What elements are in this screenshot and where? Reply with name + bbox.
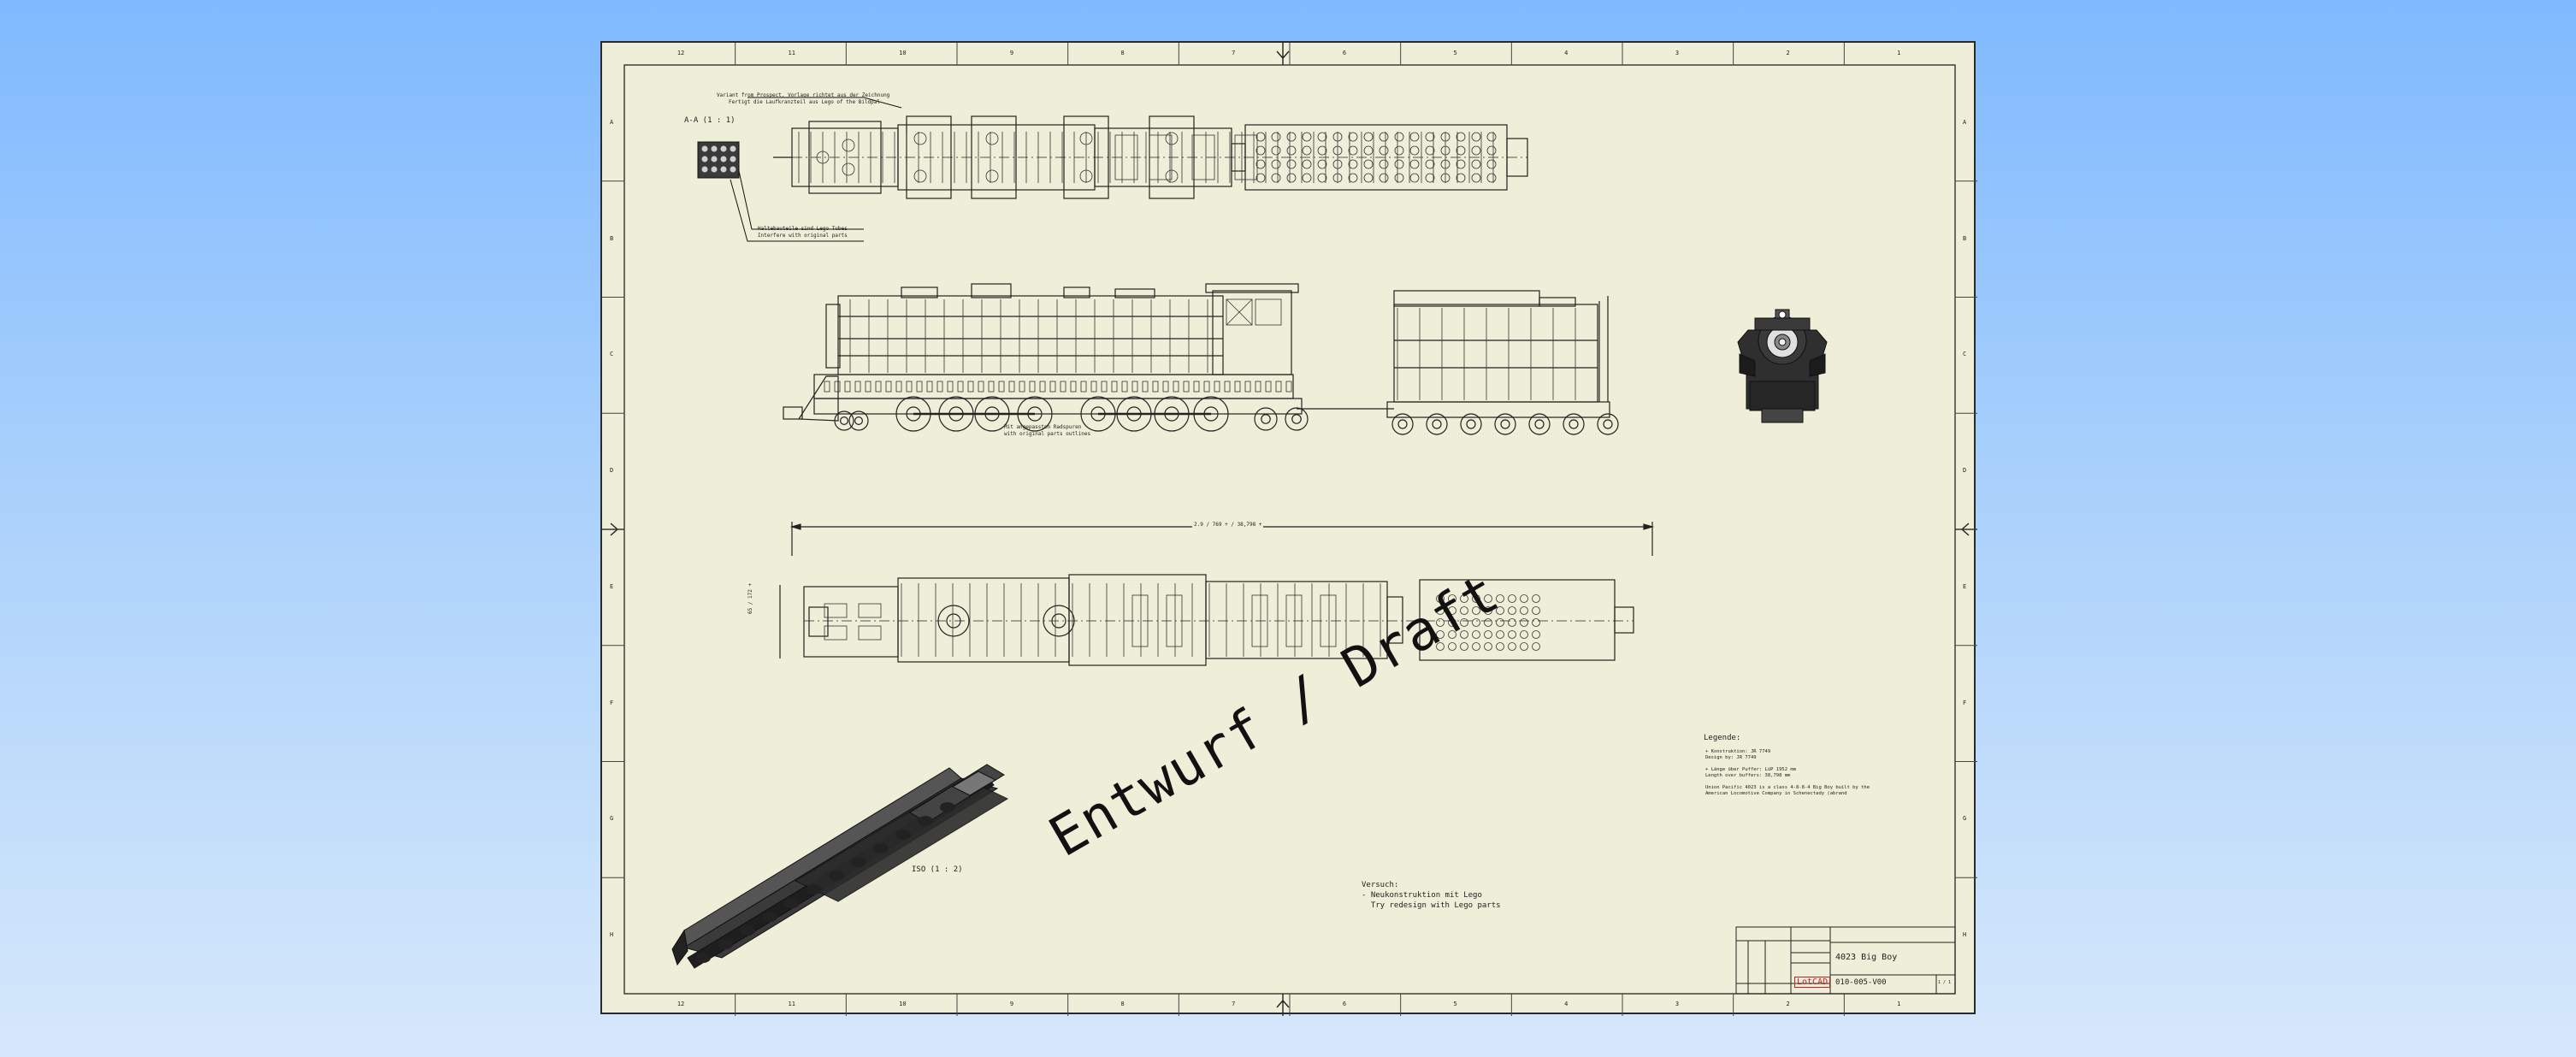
lotcad-logo: LotCAD (1794, 977, 1831, 988)
border-row-label: B (610, 234, 614, 242)
title-block (1735, 926, 1956, 995)
mid-note-1: Haltebauteile sind Lego Tubes (758, 226, 848, 232)
border-row-label: B (1963, 234, 1967, 242)
border-column-label: 12 (676, 50, 685, 56)
side-note-1: Mit angepassten Radspuren (1004, 424, 1082, 430)
border-column-label: 5 (1453, 1001, 1457, 1007)
border-row-label: C (1963, 351, 1967, 358)
border-row-label: F (1963, 699, 1967, 706)
legend-list: + Konstruktion: JR 7749 Design by: JR 77… (1705, 749, 1870, 797)
border-column-label: 7 (1232, 1001, 1236, 1007)
border-row-label: A (1963, 118, 1967, 126)
border-column-label: 11 (788, 50, 795, 56)
width-dimension: 65 / 172 + (747, 582, 753, 614)
side-note-2: with original parts outlines (1004, 431, 1091, 437)
legend-line: Union Pacific 4023 is a class 4-8-8-4 Bi… (1705, 785, 1870, 790)
border-column-label: 11 (788, 1001, 795, 1007)
front-view (1737, 309, 1828, 423)
border-column-label: 12 (676, 1001, 685, 1007)
border-column-label: 2 (1786, 1001, 1790, 1007)
title-block-sheet: 1 / 1 (1938, 980, 1952, 985)
border-column-label: 3 (1675, 50, 1680, 56)
section-view-label: A-A (1 : 1) (684, 116, 736, 125)
border-row-label: A (610, 118, 614, 126)
border-row-label: H (610, 931, 614, 939)
top-view (773, 115, 1528, 199)
border-row-label: E (1963, 582, 1967, 590)
border-row-label: G (1963, 815, 1967, 823)
note-line-1: - Neukonstruktion mit Lego (1362, 891, 1482, 900)
legend-line: American Locomotive Company in Schenecta… (1705, 791, 1847, 796)
top-note-2: Fertigt die Laufkranzteil aus Lego of th… (729, 99, 881, 105)
border-row-label: H (1963, 931, 1967, 939)
border-column-label: 5 (1453, 50, 1457, 56)
border-row-label: F (610, 699, 614, 706)
border-column-label: 4 (1564, 1001, 1569, 1007)
border-column-label: 9 (1009, 1001, 1014, 1007)
border-column-label: 1 (1897, 1001, 1901, 1007)
border-column-label: 10 (899, 1001, 907, 1007)
border-column-label: 6 (1342, 50, 1347, 56)
title-block-name: 4023 Big Boy (1835, 953, 1898, 962)
section-a-a (697, 97, 902, 242)
border-column-label: 3 (1675, 1001, 1680, 1007)
top-note-1: Variant from Prospect, Vorlage richtet a… (717, 92, 890, 98)
legend-line: + Länge über Puffer: LüP 1952 mm (1705, 767, 1796, 772)
border-column-label: 10 (899, 50, 907, 56)
iso-view-label: ISO (1 : 2) (912, 865, 963, 874)
border-row-label: G (610, 815, 614, 823)
border-column-label: 6 (1342, 1001, 1347, 1007)
border-column-label: 7 (1232, 50, 1236, 56)
border-row-label: E (610, 582, 614, 590)
border-column-label: 8 (1120, 1001, 1125, 1007)
side-view (783, 283, 1610, 422)
border-row-label: D (610, 467, 614, 475)
legend-line: Length over buffers: 38,798 mm (1705, 773, 1791, 778)
border-column-label: 1 (1897, 50, 1901, 56)
legend-line: + Konstruktion: JR 7749 (1705, 749, 1771, 754)
legend-title: Legende: (1704, 734, 1741, 742)
title-block-number: 010-005-V00 (1835, 978, 1887, 987)
drawing-sheet: A-A (1 : 1) ISO (1 : 2) Variant from Pro… (600, 41, 1977, 1016)
note-line-2: Try redesign with Lego parts (1362, 901, 1501, 910)
border-row-label: C (610, 351, 614, 358)
border-column-label: 4 (1564, 50, 1569, 56)
border-column-label: 2 (1786, 50, 1790, 56)
length-dimension: 2.9 / 769 + / 38,798 + (1192, 522, 1264, 528)
note-title: Versuch: (1362, 881, 1399, 889)
drawing-canvas (602, 43, 1977, 1016)
mid-note-2: Interfere with original parts (758, 233, 848, 239)
legend-line: Design by: JR 7749 (1705, 755, 1757, 760)
border-column-label: 8 (1120, 50, 1125, 56)
border-row-label: D (1963, 467, 1967, 475)
border-column-label: 9 (1009, 50, 1014, 56)
